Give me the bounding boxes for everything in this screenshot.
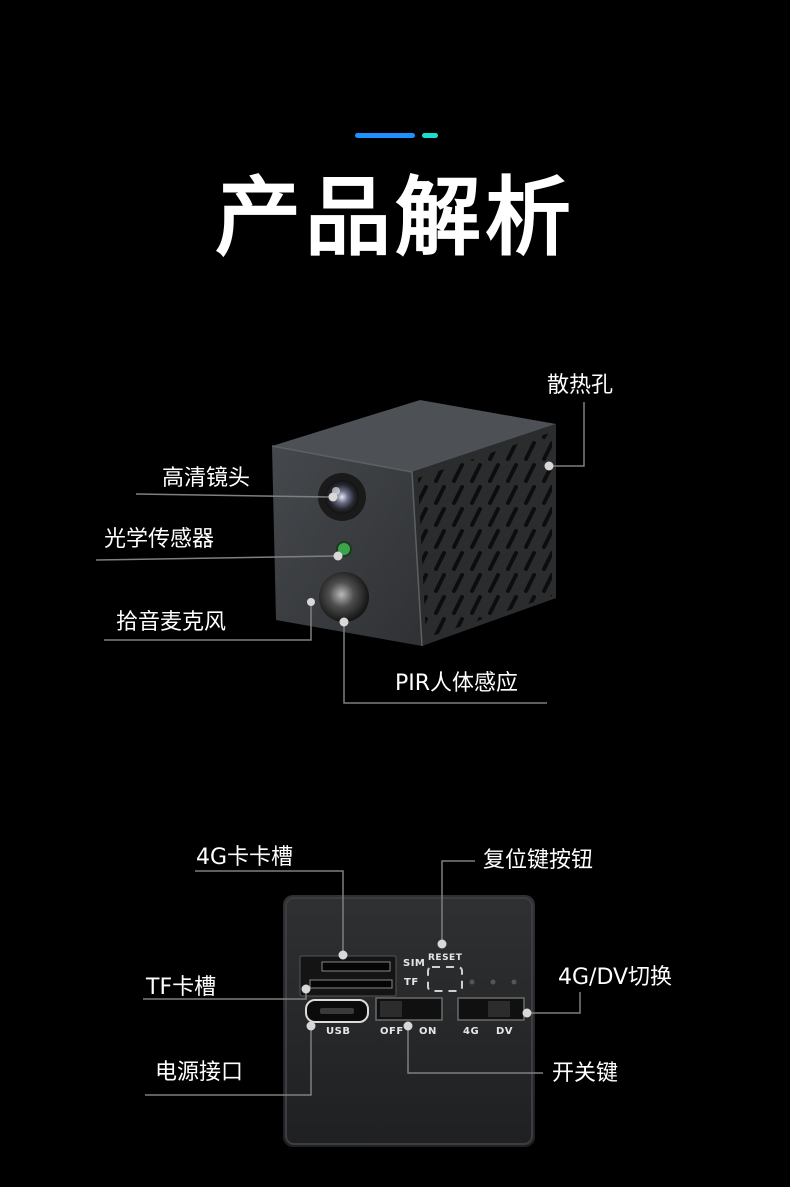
label-power-switch: 开关键: [552, 1061, 619, 1086]
panel-text-tf: TF: [404, 977, 419, 988]
panel-text-4g: 4G: [463, 1026, 480, 1037]
label-microphone: 拾音麦克风: [116, 610, 227, 635]
callout-lines: [95, 402, 585, 1096]
camera-back-device: [283, 895, 535, 1147]
pir-sensor-icon: [319, 572, 369, 622]
label-sim-slot: 4G卡卡槽: [196, 845, 294, 870]
indicator-led-icon: [490, 979, 496, 985]
label-reset-button: 复位键按钮: [483, 848, 594, 873]
camera-top-face: [272, 400, 556, 472]
accent-bar-teal: [422, 133, 438, 138]
label-pir-sensor: PIR人体感应: [395, 671, 519, 696]
accent-bar-blue: [355, 133, 415, 138]
callout-dots: [301, 461, 554, 1031]
panel-text-usb: USB: [326, 1026, 351, 1037]
label-light-sensor: 光学传感器: [104, 527, 215, 552]
indicator-led-icon: [511, 979, 517, 985]
panel-text-reset: RESET: [428, 953, 463, 963]
panel-text-sim: SIM: [403, 958, 426, 969]
indicator-led-icon: [469, 979, 475, 985]
panel-text-dv: DV: [496, 1026, 514, 1037]
camera-front-device: [271, 400, 556, 647]
label-mode-switch: 4G/DV切换: [558, 965, 673, 990]
panel-text-on: ON: [419, 1026, 437, 1037]
label-tf-slot: TF卡槽: [146, 975, 217, 1000]
tf-slot-icon: [309, 979, 393, 989]
label-heat-vent: 散热孔: [547, 373, 614, 398]
label-hd-lens: 高清镜头: [162, 466, 251, 491]
label-power-port: 电源接口: [155, 1060, 244, 1085]
section-title: 产品解析: [215, 168, 575, 268]
panel-text-off: OFF: [380, 1026, 404, 1037]
vent-pattern: [418, 432, 552, 638]
